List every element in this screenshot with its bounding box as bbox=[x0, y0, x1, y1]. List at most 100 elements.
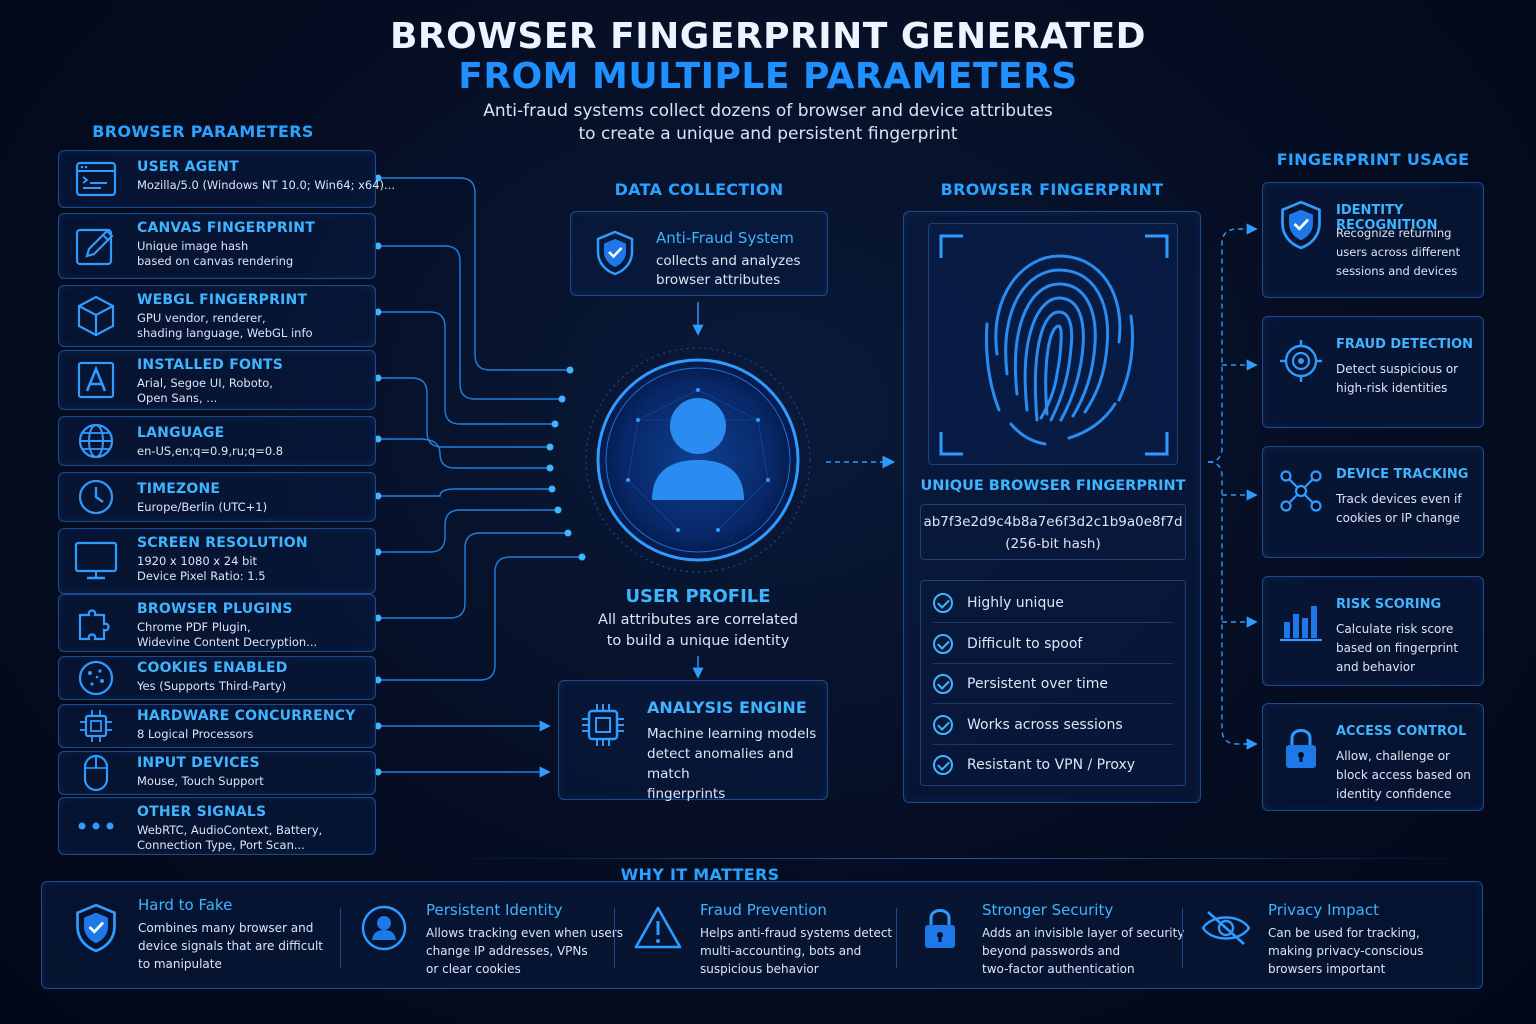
subtitle-line1: Anti-fraud systems collect dozens of bro… bbox=[483, 101, 1053, 121]
usage-desc: Allow, challenge or block access based o… bbox=[1336, 749, 1471, 801]
parameter-desc-line1: Mouse, Touch Support bbox=[137, 774, 264, 788]
parameter-card-webgl-fingerprint: WEBGL FINGERPRINT GPU vendor, renderer, … bbox=[58, 285, 376, 347]
parameter-desc: GPU vendor, renderer, shading language, … bbox=[137, 311, 313, 341]
analysis-engine-desc: Machine learning models detect anomalies… bbox=[647, 724, 827, 804]
parameter-desc-line2: Device Pixel Ratio: 1.5 bbox=[137, 569, 266, 583]
usage-title: DEVICE TRACKING bbox=[1336, 467, 1469, 482]
usage-title: FRAUD DETECTION bbox=[1336, 337, 1474, 352]
parameter-desc-line1: 1920 x 1080 x 24 bit bbox=[137, 554, 258, 568]
parameter-desc-line1: en-US,en;q=0.9,ru;q=0.8 bbox=[137, 444, 284, 458]
why-desc-line2: change IP addresses, VPNs bbox=[426, 944, 588, 958]
parameter-desc-line1: Unique image hash bbox=[137, 239, 249, 253]
why-desc-line1: Allows tracking even when users bbox=[426, 926, 623, 940]
parameter-desc-line2: Open Sans, ... bbox=[137, 391, 218, 405]
parameter-title: BROWSER PLUGINS bbox=[137, 601, 293, 617]
parameter-card-installed-fonts: INSTALLED FONTS Arial, Segoe UI, Roboto,… bbox=[58, 350, 376, 410]
parameter-desc-line1: Europe/Berlin (UTC+1) bbox=[137, 500, 268, 514]
shield-check-icon bbox=[70, 902, 122, 954]
why-desc: Adds an invisible layer of security beyo… bbox=[982, 924, 1184, 978]
why-title: Privacy Impact bbox=[1268, 901, 1379, 919]
usage-card-fraud-detection: FRAUD DETECTION Detect suspicious or hig… bbox=[1262, 316, 1484, 428]
analysis-engine-desc-line1: Machine learning models bbox=[647, 726, 817, 742]
parameter-card-input-devices: INPUT DEVICES Mouse, Touch Support bbox=[58, 751, 376, 795]
usage-title: IDENTITY RECOGNITION bbox=[1336, 203, 1438, 233]
why-desc-line3: two-factor authentication bbox=[982, 962, 1135, 976]
cookie-icon bbox=[73, 658, 119, 698]
feature-text: Persistent over time bbox=[967, 676, 1109, 692]
check-circle-icon bbox=[933, 674, 953, 694]
parameter-title: CANVAS FINGERPRINT bbox=[137, 220, 315, 236]
why-it-matters-heading: WHY IT MATTERS bbox=[600, 865, 800, 884]
chip-icon bbox=[73, 706, 119, 746]
parameter-card-timezone: TIMEZONE Europe/Berlin (UTC+1) bbox=[58, 472, 376, 522]
why-desc-line2: multi-accounting, bots and bbox=[700, 944, 862, 958]
fingerprint-scan-area bbox=[928, 223, 1178, 465]
usage-desc: Detect suspicious or high-risk identitie… bbox=[1336, 362, 1459, 395]
parameter-title: COOKIES ENABLED bbox=[137, 660, 288, 676]
parameter-title: WEBGL FINGERPRINT bbox=[137, 292, 308, 308]
feature-text: Works across sessions bbox=[967, 716, 1123, 733]
data-collection-card: Anti-Fraud System collects and analyzes … bbox=[570, 211, 828, 296]
lock-icon bbox=[1277, 724, 1325, 772]
why-it-matters-panel: Hard to Fake Combines many browser and d… bbox=[41, 881, 1483, 989]
check-circle-icon bbox=[933, 633, 953, 654]
parameter-card-screen-resolution: SCREEN RESOLUTION 1920 x 1080 x 24 bit D… bbox=[58, 528, 376, 594]
usage-title: RISK SCORING bbox=[1336, 597, 1442, 612]
why-desc: Allows tracking even when users change I… bbox=[426, 924, 623, 978]
why-desc-line3: suspicious behavior bbox=[700, 962, 819, 976]
pencil-canvas-icon bbox=[73, 226, 119, 266]
parameter-desc: Unique image hash based on canvas render… bbox=[137, 239, 293, 269]
data-collection-desc: collects and analyzes browser attributes bbox=[656, 252, 801, 290]
page-title: BROWSER FINGERPRINT GENERATED bbox=[389, 16, 1147, 57]
feature-row: Works across sessions bbox=[933, 705, 1173, 745]
why-separator bbox=[614, 908, 615, 968]
parameter-title: LANGUAGE bbox=[137, 425, 225, 441]
fingerprint-hash: ab7f3e2d9c4b8a7e6f3d2c1b9a0e8f7d bbox=[923, 514, 1183, 530]
parameter-card-user-agent: USER AGENT Mozilla/5.0 (Windows NT 10.0;… bbox=[58, 150, 395, 208]
parameter-desc-line2: based on canvas rendering bbox=[137, 254, 294, 268]
data-collection-title: Anti-Fraud System bbox=[656, 229, 794, 247]
subtitle-line2: to create a unique and persistent finger… bbox=[578, 124, 958, 144]
why-title: Persistent Identity bbox=[426, 901, 563, 919]
why-desc: Helps anti-fraud systems detect multi-ac… bbox=[700, 924, 892, 978]
user-profile-desc-line1: All attributes are correlated bbox=[598, 612, 798, 628]
page-subtitle: Anti-fraud systems collect dozens of bro… bbox=[0, 100, 1536, 146]
why-desc-line1: Combines many browser and bbox=[138, 921, 314, 935]
check-circle-icon bbox=[933, 714, 953, 735]
bar-chart-icon bbox=[1277, 597, 1325, 645]
usage-card-risk-scoring: RISK SCORING Calculate risk score based … bbox=[1262, 576, 1484, 686]
why-desc-line3: or clear cookies bbox=[426, 962, 521, 976]
user-profile-desc-line2: to build a unique identity bbox=[606, 633, 790, 649]
parameter-desc-line2: Connection Type, Port Scan... bbox=[137, 838, 305, 852]
parameter-title: TIMEZONE bbox=[137, 481, 221, 497]
parameter-desc-line2: Widevine Content Decryption... bbox=[137, 635, 318, 649]
parameter-desc-line1: Yes (Supports Third-Party) bbox=[137, 679, 287, 693]
shield-check-icon bbox=[1277, 200, 1325, 250]
parameter-title: USER AGENT bbox=[137, 159, 239, 175]
parameter-title: INSTALLED FONTS bbox=[137, 357, 284, 373]
browser-window-icon bbox=[73, 159, 119, 199]
why-divider bbox=[425, 858, 1485, 859]
parameter-desc: en-US,en;q=0.9,ru;q=0.8 bbox=[137, 444, 283, 459]
eye-slash-icon bbox=[1200, 902, 1252, 954]
parameter-desc-line1: 8 Logical Processors bbox=[137, 727, 254, 741]
feature-row: Resistant to VPN / Proxy bbox=[933, 745, 1173, 785]
why-separator bbox=[340, 908, 341, 968]
parameter-title: OTHER SIGNALS bbox=[137, 804, 267, 820]
parameter-desc: WebRTC, AudioContext, Battery, Connectio… bbox=[137, 823, 322, 853]
parameter-desc-line1: WebRTC, AudioContext, Battery, bbox=[137, 823, 323, 837]
page-title-line2: FROM MULTIPLE PARAMETERS bbox=[458, 56, 1078, 97]
why-desc-line1: Helps anti-fraud systems detect bbox=[700, 926, 893, 940]
usage-title: ACCESS CONTROL bbox=[1336, 724, 1467, 739]
feature-row: Persistent over time bbox=[933, 664, 1173, 704]
fingerprint-hash-note: (256-bit hash) bbox=[1005, 536, 1101, 552]
why-desc-line1: Adds an invisible layer of security bbox=[982, 926, 1185, 940]
feature-row: Difficult to spoof bbox=[933, 624, 1173, 664]
unique-fingerprint-label: UNIQUE BROWSER FINGERPRINT bbox=[920, 478, 1186, 494]
parameter-card-browser-plugins: BROWSER PLUGINS Chrome PDF Plugin, Widev… bbox=[58, 594, 376, 652]
fingerprint-features-list: Highly unique Difficult to spoof Persist… bbox=[920, 580, 1186, 786]
parameter-card-canvas-fingerprint: CANVAS FINGERPRINT Unique image hash bas… bbox=[58, 213, 376, 279]
why-desc-line2: device signals that are difficult bbox=[138, 939, 323, 953]
mouse-icon bbox=[73, 753, 119, 793]
